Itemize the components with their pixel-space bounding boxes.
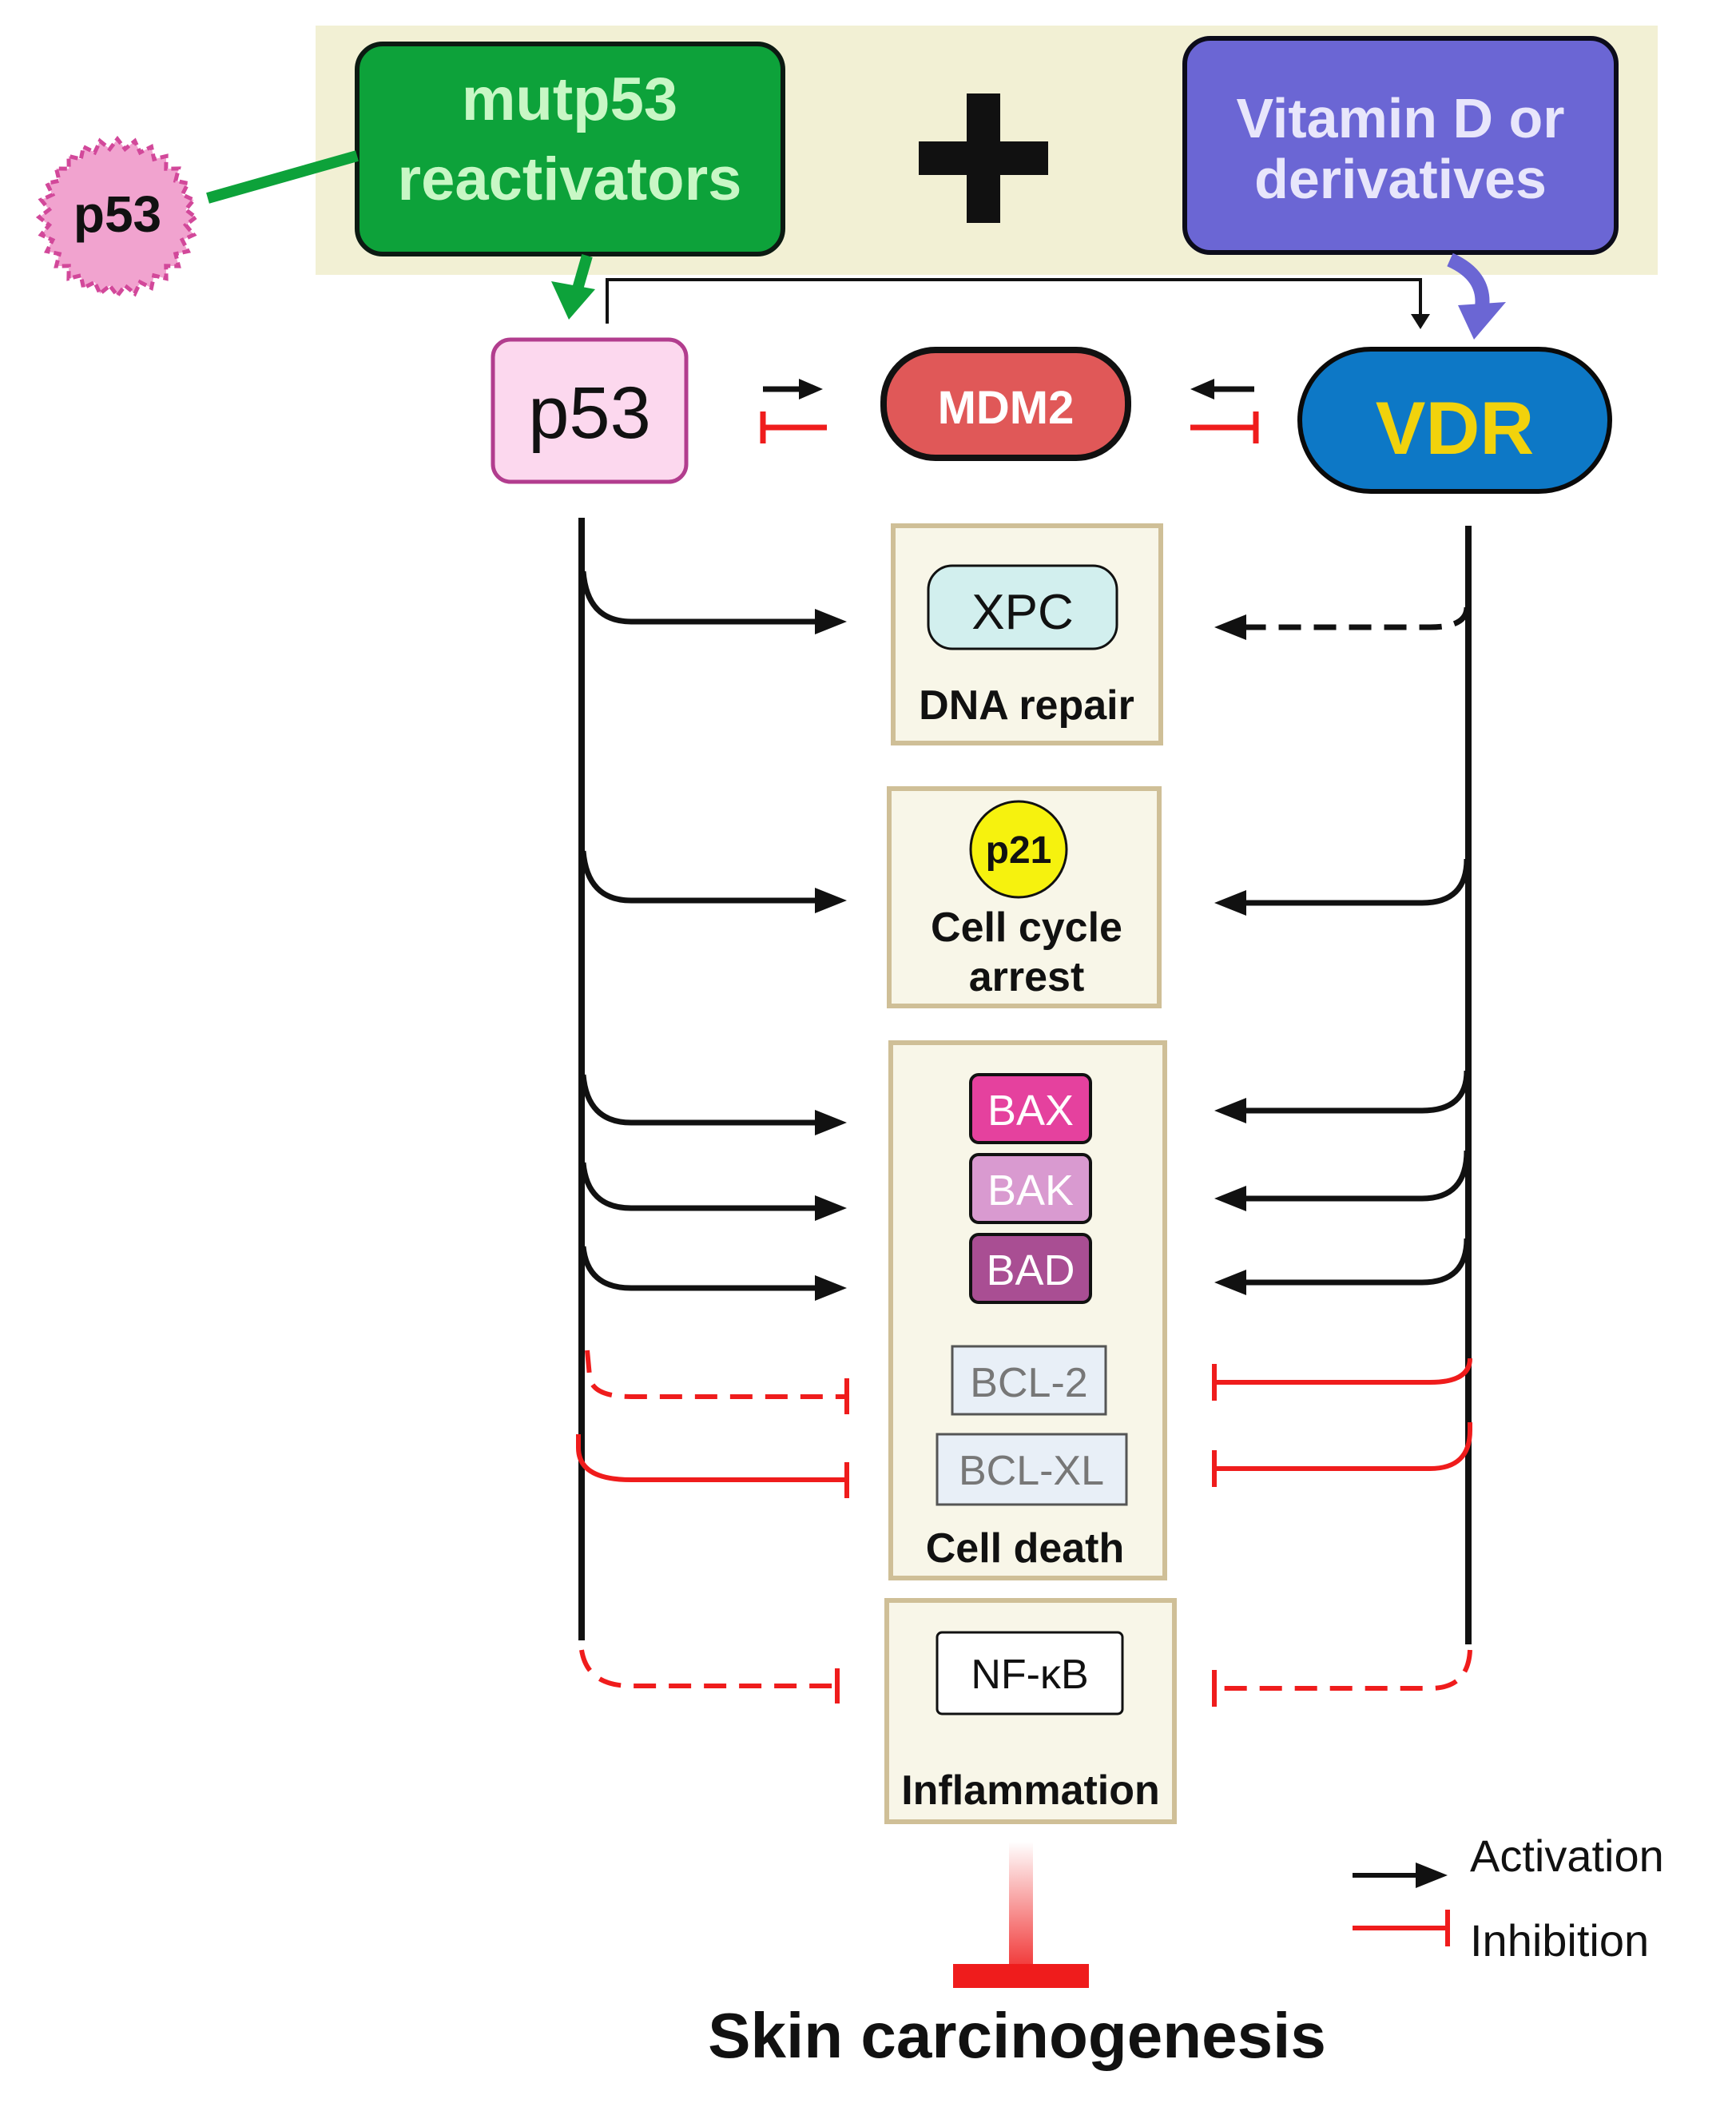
vdr-arrowheads: [1214, 614, 1246, 1295]
p53-node: p53: [491, 337, 689, 484]
dna-repair-label: DNA repair: [919, 682, 1134, 729]
bax-label: BAX: [987, 1087, 1074, 1135]
cell-cycle-label-line1: Cell cycle: [931, 904, 1122, 951]
vdr-activation-arrows: [1246, 606, 1470, 1286]
p53-badge-label: p53: [73, 185, 161, 243]
vdr-inhibition-lines: [1212, 1358, 1472, 1707]
inflammation-module: NF-κB Inflammation: [884, 1598, 1177, 1824]
p53-mdm2-interaction: [760, 379, 827, 443]
xpc-label: XPC: [971, 585, 1073, 640]
legend-inhibition-label: Inhibition: [1470, 1915, 1649, 1966]
p53-arrowheads: [815, 609, 847, 1301]
nfkb-label: NF-κB: [971, 1652, 1088, 1698]
reactivators-box: mutp53 reactivators: [355, 42, 785, 256]
p53-to-vdr-connector: [606, 278, 1430, 329]
xpc-box: [927, 564, 1118, 650]
nfkb-box: [936, 1631, 1124, 1715]
vitamin-to-vdr-arrow: [1447, 252, 1506, 340]
vitamin-d-box: Vitamin D or derivatives: [1182, 36, 1619, 255]
dna-repair-module: XPC DNA repair: [891, 523, 1163, 745]
cell-death-label: Cell death: [926, 1525, 1125, 1572]
cell-death-module: BAX BAK BAD BCL-2 BCL-XL Cell death: [888, 1040, 1167, 1580]
skin-carcinogenesis-label: Skin carcinogenesis: [708, 2000, 1326, 2071]
legend-activation-arrow: [1353, 1863, 1448, 1888]
bcl2-label: BCL-2: [970, 1360, 1087, 1406]
p21-label: p21: [986, 829, 1052, 872]
cell-cycle-label-line2: arrest: [969, 954, 1085, 1000]
cell-cycle-module: p21 Cell cycle arrest: [887, 786, 1162, 1008]
legend-inhibition-line: [1353, 1910, 1450, 1946]
legend: Activation Inhibition: [1353, 1831, 1664, 1966]
bad-box: [969, 1233, 1092, 1304]
p21-circle: [969, 800, 1068, 899]
p53-badge: p53: [35, 135, 200, 300]
reactivators-label-line1: mutp53: [462, 66, 677, 133]
vdr-node-label: VDR: [1376, 386, 1534, 470]
bax-box: [969, 1073, 1092, 1144]
p53-activation-arrows: [580, 570, 815, 1291]
p53-inhibition-lines: [576, 1350, 849, 1703]
bclxl-box: [936, 1433, 1128, 1506]
reactivator-activates-p53-arrow: [551, 254, 595, 320]
badge-connector: [206, 150, 359, 204]
vitamin-d-label-line2: derivatives: [1254, 148, 1547, 210]
mdm2-node-label: MDM2: [938, 382, 1075, 434]
mdm2-node: MDM2: [880, 347, 1131, 461]
bclxl-label: BCL-XL: [959, 1448, 1104, 1494]
reactivators-label-line2: reactivators: [398, 145, 742, 213]
carcinogenesis-inhibition-bar: [953, 1842, 1089, 1988]
legend-activation-label: Activation: [1470, 1831, 1664, 1881]
inflammation-label: Inflammation: [901, 1767, 1160, 1814]
vitamin-d-label-line1: Vitamin D or: [1236, 87, 1564, 149]
p53-node-label: p53: [528, 372, 651, 454]
plus-icon: [919, 93, 1048, 223]
vdr-mdm2-interaction: [1190, 379, 1259, 443]
bcl2-box: [951, 1345, 1107, 1416]
bad-label: BAD: [986, 1246, 1075, 1294]
bak-label: BAK: [987, 1167, 1074, 1215]
vdr-node: VDR: [1297, 347, 1612, 494]
bak-box: [969, 1153, 1092, 1224]
